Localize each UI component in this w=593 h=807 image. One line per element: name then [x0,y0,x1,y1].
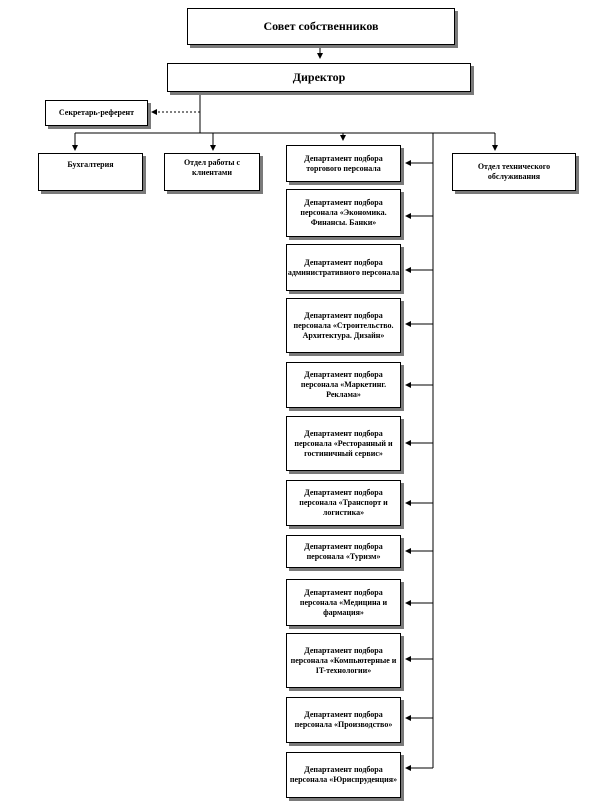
department-box: Департамент подбора персонала «Маркетинг… [286,362,401,408]
director-label: Директор [292,70,346,84]
department-box: Департамент подбора персонала «Туризм» [286,535,401,568]
department-box: Департамент подбора административного пе… [286,244,401,291]
department-box: Департамент подбора торгового персонала [286,145,401,182]
department-box: Департамент подбора персонала «Юриспруде… [286,752,401,798]
client-dept-label: Отдел работы с клиентами [183,158,241,177]
board-label: Совет собственников [263,19,379,33]
department-label: Департамент подбора торгового персонала [304,153,383,173]
department-label: Департамент подбора персонала «Ресторанн… [294,428,393,458]
department-label: Департамент подбора персонала «Компьютер… [290,645,397,675]
client-dept-box: Отдел работы с клиентами [164,153,260,191]
department-label: Департамент подбора персонала «Маркетинг… [300,370,387,399]
department-label: Департамент подбора персонала «Туризм» [304,541,383,561]
department-label: Департамент подбора персонала «Медицина … [299,587,388,617]
department-box: Департамент подбора персонала «Транспорт… [286,480,401,526]
department-label: Департамент подбора персонала «Транспорт… [299,488,388,517]
department-box: Департамент подбора персонала «Строитель… [286,298,401,353]
department-label: Департамент подбора персонала «Строитель… [293,310,394,340]
department-box: Департамент подбора персонала «Компьютер… [286,633,401,688]
secretary-label: Секретарь-референт [58,108,135,117]
department-label: Департамент подбора административного пе… [287,257,400,277]
secretary-box: Секретарь-референт [45,100,148,126]
department-box: Департамент подбора персонала «Медицина … [286,579,401,626]
board-box: Совет собственников [187,8,455,45]
director-box: Директор [167,63,471,92]
tech-dept-box: Отдел технического обслуживания [452,153,576,191]
department-label: Департамент подбора персонала «Юриспруде… [289,765,398,784]
department-box: Департамент подбора персонала «Ресторанн… [286,416,401,471]
accounting-label: Бухгалтерия [67,160,114,169]
department-box: Департамент подбора персонала «Экономика… [286,189,401,237]
tech-dept-label: Отдел технического обслуживания [477,162,551,181]
department-label: Департамент подбора персонала «Производс… [294,710,393,729]
accounting-box: Бухгалтерия [38,153,143,191]
department-label: Департамент подбора персонала «Экономика… [300,198,387,227]
department-box: Департамент подбора персонала «Производс… [286,697,401,743]
